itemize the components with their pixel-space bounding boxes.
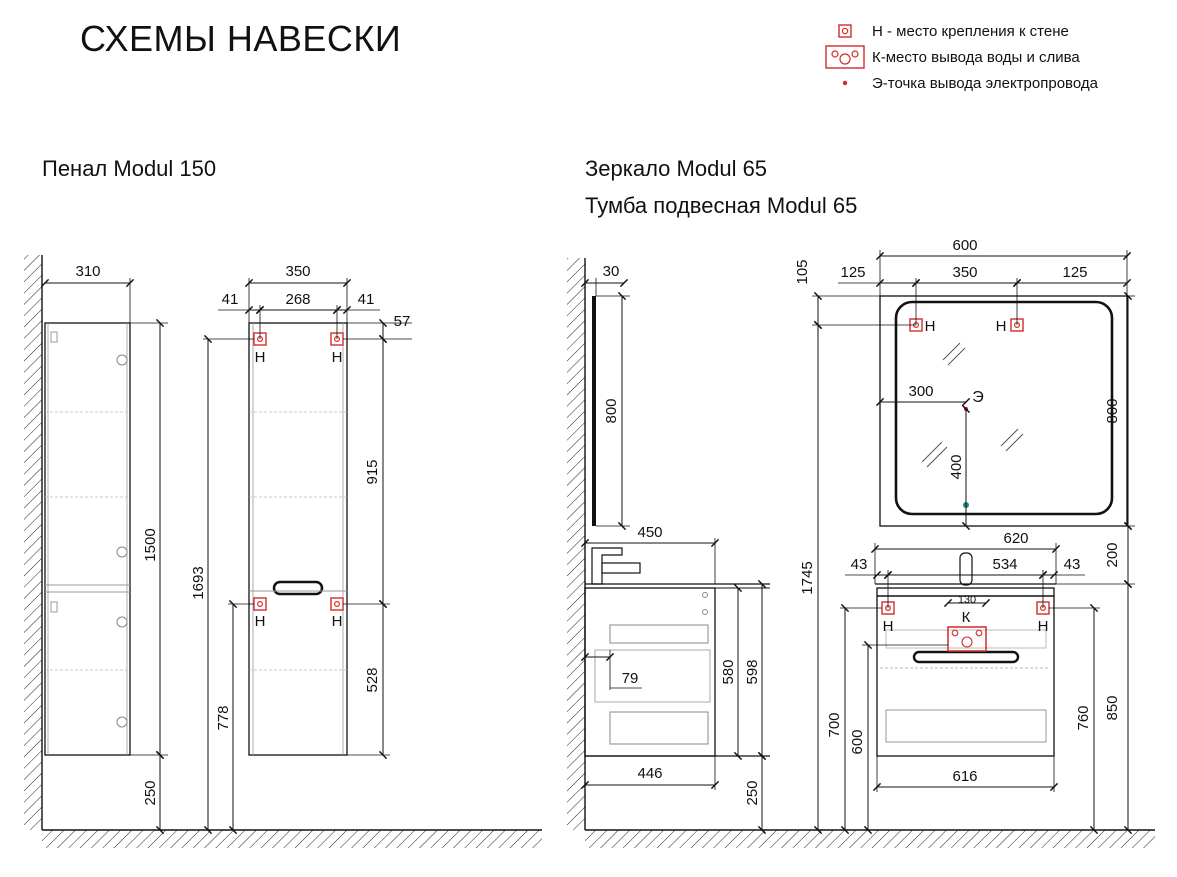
water-outlet-icon: [825, 45, 865, 69]
cabinet-front-view: Н Н К 620 43 534 43: [826, 521, 1135, 835]
penal-handle: [272, 580, 324, 596]
dim-h760: 760: [1075, 705, 1092, 730]
dim-lower-height: 778: [215, 705, 232, 730]
penal-side-view: 310 1500 250: [40, 263, 168, 835]
legend-label: Н - место крепления к стене: [872, 22, 1069, 40]
dim-h600: 600: [849, 729, 866, 754]
dim-penal-height: 1500: [142, 528, 159, 561]
mount-label: Н: [925, 318, 936, 335]
mirror-profile: [592, 296, 596, 526]
dim-electric-y: 400: [948, 454, 965, 479]
dim-cabinet-bottom-width: 616: [952, 768, 977, 785]
cabinet-side-view: 450 446 79 580 598 250: [580, 524, 770, 835]
wall-hatch: [567, 258, 585, 830]
dim-cabinet-h598: 598: [744, 659, 761, 684]
dim-cabinet-depth-top: 450: [637, 524, 662, 541]
mirror-side-view: 30 800: [580, 263, 630, 531]
section-title-cabinet: Тумба подвесная Modul 65: [585, 193, 858, 218]
mount-label: Н: [332, 613, 343, 630]
mount-point-icon: [330, 597, 344, 611]
water-outlet-icon: [947, 626, 987, 652]
electric-point-icon: [842, 80, 848, 86]
dim-mirror-top: 105: [794, 259, 811, 284]
mirror-front-view: Н Н Э 600 125 350 125 105: [794, 237, 1135, 835]
dim-mirror-width: 600: [952, 237, 977, 254]
legend-label: К-место вывода воды и слива: [872, 48, 1080, 66]
dim-penal-depth: 310: [75, 263, 100, 280]
dim-left-offset: 41: [222, 291, 239, 308]
legend-item-mount: Н - место крепления к стене: [818, 18, 1098, 44]
legend-item-water: К-место вывода воды и слива: [818, 44, 1098, 70]
cabinet-handle: [912, 650, 1020, 664]
dim-cabinet-right: 43: [1064, 556, 1081, 573]
floor-hatch: [585, 830, 1155, 848]
dim-electric-x: 300: [908, 383, 933, 400]
floor-hatch: [42, 830, 542, 848]
dim-cabinet-floor: 250: [744, 780, 761, 805]
dim-penal-floor: 250: [142, 780, 159, 805]
mount-label: Н: [255, 349, 266, 366]
legend-item-electric: Э-точка вывода электропровода: [818, 70, 1098, 96]
dim-mirror-left: 125: [840, 264, 865, 281]
dim-upper-span: 915: [364, 459, 381, 484]
dim-total-height: 1693: [190, 566, 207, 599]
dim-h700: 700: [826, 712, 843, 737]
mount-label: Н: [332, 349, 343, 366]
mirror-cabinet-group: 30 800 450 446: [567, 237, 1155, 848]
legend-label: Э-точка вывода электропровода: [872, 74, 1098, 92]
dim-center: 268: [285, 291, 310, 308]
dim-mirror-height-side: 800: [603, 398, 620, 423]
dim-cabinet-center: 534: [992, 556, 1017, 573]
mount-point-icon: [838, 24, 852, 38]
mount-point-icon: [253, 597, 267, 611]
dim-h850: 850: [1104, 695, 1121, 720]
mount-label: Н: [255, 613, 266, 630]
section-title-mirror: Зеркало Modul 65: [585, 156, 768, 181]
dim-cabinet-width: 620: [1003, 530, 1028, 547]
penal-group: 310 1500 250: [24, 255, 542, 848]
dim-mirror-center: 350: [952, 264, 977, 281]
electric-label: Э: [972, 389, 984, 406]
penal-front-view: Н Н Н Н 350 41 268 41 57: [190, 263, 412, 835]
dim-lower-span: 528: [364, 667, 381, 692]
wall-hatch: [24, 255, 42, 830]
mount-label: Н: [996, 318, 1007, 335]
dim-right-offset: 41: [358, 291, 375, 308]
dim-cabinet-offset: 79: [622, 670, 639, 687]
dim-gap: 200: [1104, 542, 1121, 567]
dim-mirror-height: 800: [1104, 398, 1121, 423]
dim-cabinet-depth-bottom: 446: [637, 765, 662, 782]
dim-cabinet-left: 43: [851, 556, 868, 573]
mount-label: Н: [883, 618, 894, 635]
dim-mirror-depth: 30: [603, 263, 620, 280]
section-title-penal: Пенал Modul 150: [42, 156, 217, 181]
page-title: СХЕМЫ НАВЕСКИ: [80, 18, 402, 59]
legend: Н - место крепления к стене К-место выво…: [818, 18, 1098, 96]
dim-mirror-total: 1745: [799, 561, 816, 594]
dim-front-width: 350: [285, 263, 310, 280]
water-label: К: [962, 609, 971, 626]
mirror-glass: [894, 300, 1114, 516]
dim-hole-width: 130: [958, 594, 976, 606]
dim-top-offset: 57: [394, 313, 411, 330]
mount-label: Н: [1038, 618, 1049, 635]
dim-cabinet-h580: 580: [720, 659, 737, 684]
dim-mirror-right: 125: [1062, 264, 1087, 281]
